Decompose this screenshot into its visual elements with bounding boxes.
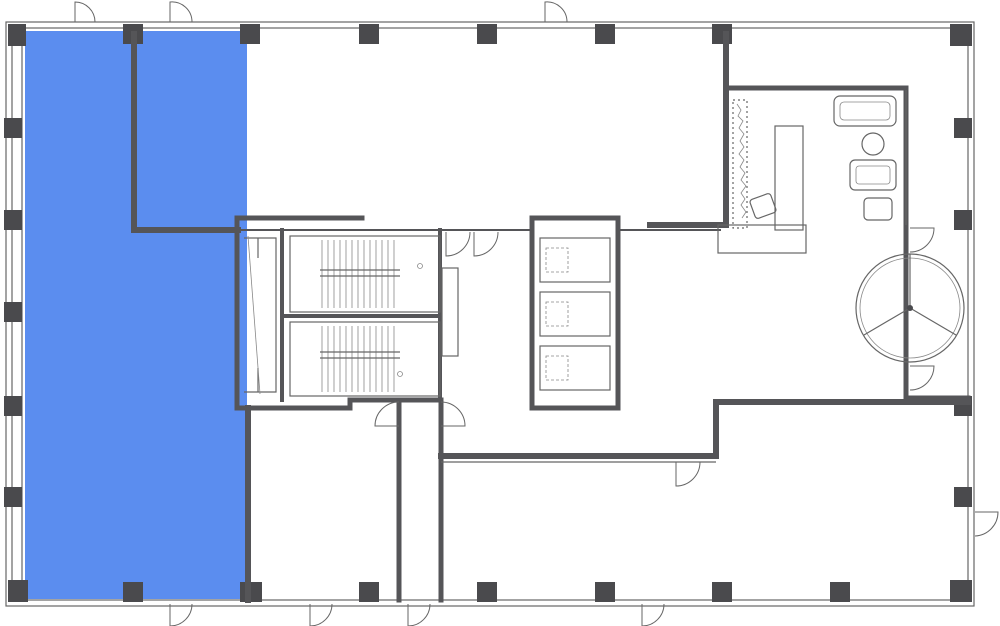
elevator-1 <box>539 237 611 283</box>
plant-icon <box>736 103 747 219</box>
elevator-bank <box>529 215 621 411</box>
sofa-icon <box>849 159 897 191</box>
chair-icon <box>749 193 777 219</box>
stair-1 <box>289 235 441 313</box>
reception-area <box>717 95 897 254</box>
door-swing-icons <box>74 1 999 626</box>
elevator-3 <box>539 345 611 391</box>
shaft-west <box>244 235 277 395</box>
stair-2 <box>289 321 441 397</box>
revolving-door-icon[interactable] <box>855 253 965 363</box>
chair-icon <box>863 197 893 221</box>
elevator-2 <box>539 291 611 337</box>
round-table <box>861 132 885 156</box>
interior-walls <box>131 31 971 603</box>
shaft-east <box>441 267 459 357</box>
sofa-icon <box>833 95 897 127</box>
